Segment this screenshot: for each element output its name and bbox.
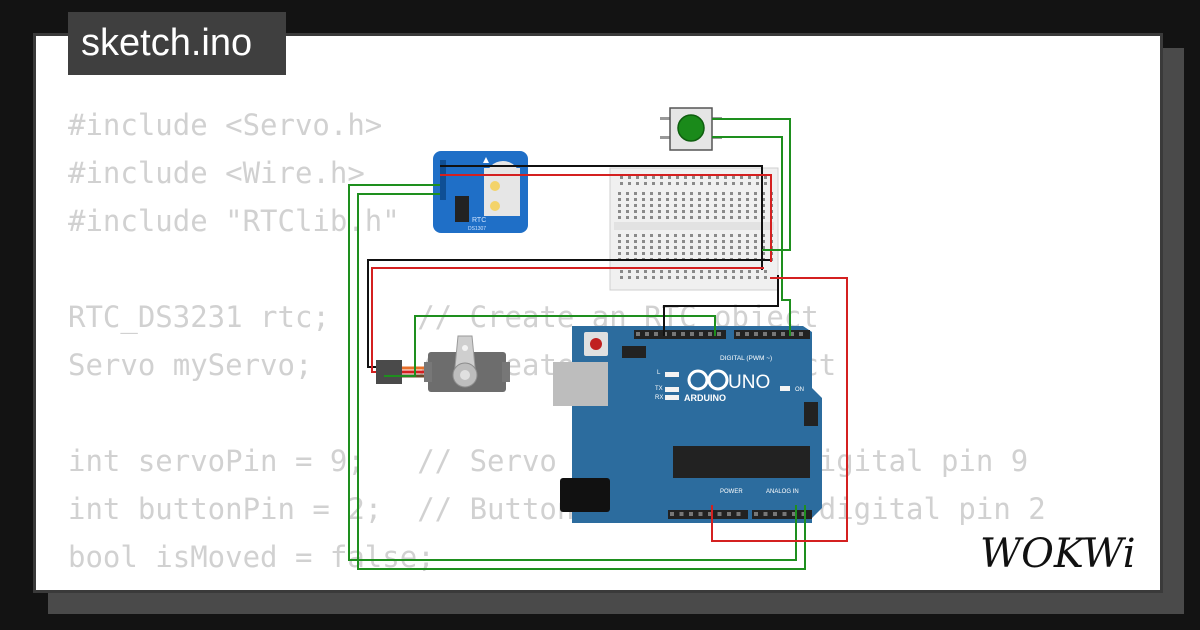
wire-green-rtc-sda: [357, 193, 806, 570]
sketch-filename: sketch.ino: [68, 12, 286, 75]
wokwi-logo: WOKWi: [980, 531, 1136, 577]
wire-red-rtc-vcc: [440, 174, 772, 262]
wire-red-servo-vcc: [371, 267, 764, 373]
digital-label: DIGITAL (PWM ~): [720, 355, 772, 362]
on-led-label: ON: [795, 387, 804, 393]
wire-green-button-b: [712, 136, 791, 336]
wire-red-5v: [711, 277, 848, 542]
push-button[interactable]: [660, 107, 722, 151]
rtc-chip-label: DS1307: [468, 226, 486, 232]
code-line: #include "RTClib.h": [68, 204, 400, 238]
rtc-label: RTC: [472, 217, 486, 224]
breadboard: [609, 167, 779, 291]
analog-label: ANALOG IN: [766, 489, 799, 495]
servo-motor: [376, 335, 510, 392]
code-line: #include <Servo.h>: [68, 108, 383, 142]
power-label: POWER: [720, 489, 743, 495]
wire-black-gnd: [663, 275, 779, 336]
wire-green-servo-signal: [384, 315, 716, 377]
wires: [348, 118, 848, 570]
rtc-module: RTC DS1307: [433, 151, 528, 233]
tx-label: TX: [655, 386, 663, 392]
rx-label: RX: [655, 395, 663, 401]
wire-black-rtc-gnd: [440, 165, 763, 270]
wire-green-button-a: [712, 118, 791, 251]
board-brand: ARDUINO: [684, 393, 726, 403]
code-line: #include <Wire.h>: [68, 156, 365, 190]
board-model: UNO: [728, 372, 770, 393]
logo-text: WOKWi: [980, 531, 1136, 577]
arduino-uno: UNO ARDUINO DIGITAL (PWM ~) POWER ANALOG…: [553, 326, 822, 523]
l-led-label: L: [657, 370, 661, 376]
